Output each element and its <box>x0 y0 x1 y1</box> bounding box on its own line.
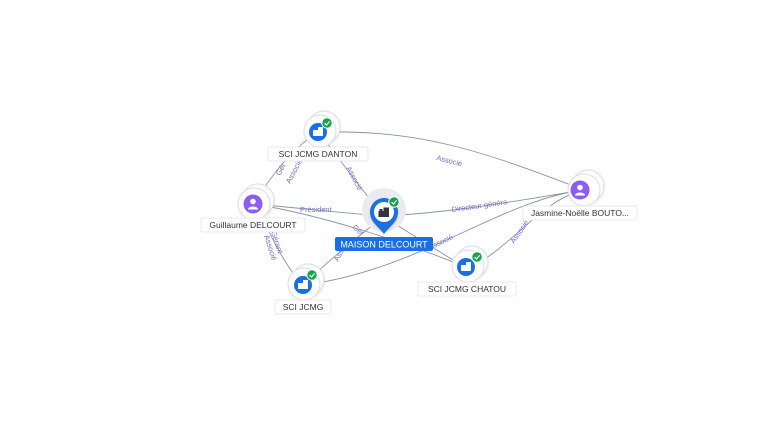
edge-label-jasmine-maison: Directeur généra <box>451 197 508 214</box>
node-jasmine-noelle[interactable]: Jasmine-Noëlle BOUTO... <box>522 169 638 221</box>
edge-labels: Associé Directeur généra Associé Préside… <box>262 153 531 263</box>
edge-jasmine-jcmg[interactable] <box>303 189 585 286</box>
edge-label-danton-maison: Associé <box>344 165 364 192</box>
person-icon <box>247 198 259 210</box>
building-icon <box>313 127 323 136</box>
building-icon <box>461 262 471 271</box>
check-badge-icon <box>321 117 333 129</box>
node-label: Jasmine-Noëlle BOUTO... <box>531 208 629 218</box>
edge-jasmine-danton[interactable] <box>321 131 585 191</box>
building-icon <box>298 280 308 289</box>
node-label: SCI JCMG CHATOU <box>428 284 506 294</box>
edge-guillaume-chatou[interactable] <box>253 203 469 269</box>
node-sci-jcmg-chatou[interactable]: SCI JCMG CHATOU <box>417 245 517 297</box>
edge-label-maison-chatou-a: Gér <box>351 223 367 238</box>
check-badge-icon <box>471 251 483 263</box>
edge-jasmine-maison[interactable] <box>383 189 585 217</box>
building-icon <box>378 207 389 217</box>
check-badge-icon <box>388 196 400 208</box>
node-label: Guillaume DELCOURT <box>209 220 296 230</box>
person-icon <box>574 184 586 196</box>
node-sci-jcmg-danton[interactable]: SCI JCMG DANTON <box>267 110 369 162</box>
edge-label-jasmine-danton: Associé <box>436 153 464 168</box>
node-guillaume-delcourt[interactable]: Guillaume DELCOURT <box>200 183 306 233</box>
node-label: MAISON DELCOURT <box>340 240 428 250</box>
node-label: SCI JCMG <box>283 302 324 312</box>
node-label: SCI JCMG DANTON <box>279 149 358 159</box>
node-sci-jcmg[interactable]: SCI JCMG <box>274 263 332 315</box>
edge-label-guillaume-maison: Président <box>300 205 333 214</box>
check-badge-icon <box>306 269 318 281</box>
node-maison-delcourt[interactable]: MAISON DELCOURT <box>335 188 433 251</box>
edge-label-jasmine-chatou: Associé <box>508 218 530 245</box>
edge-label-guillaume-danton-a: Gér <box>274 161 288 177</box>
edge-label-guillaume-danton-b: Associé <box>284 158 304 185</box>
